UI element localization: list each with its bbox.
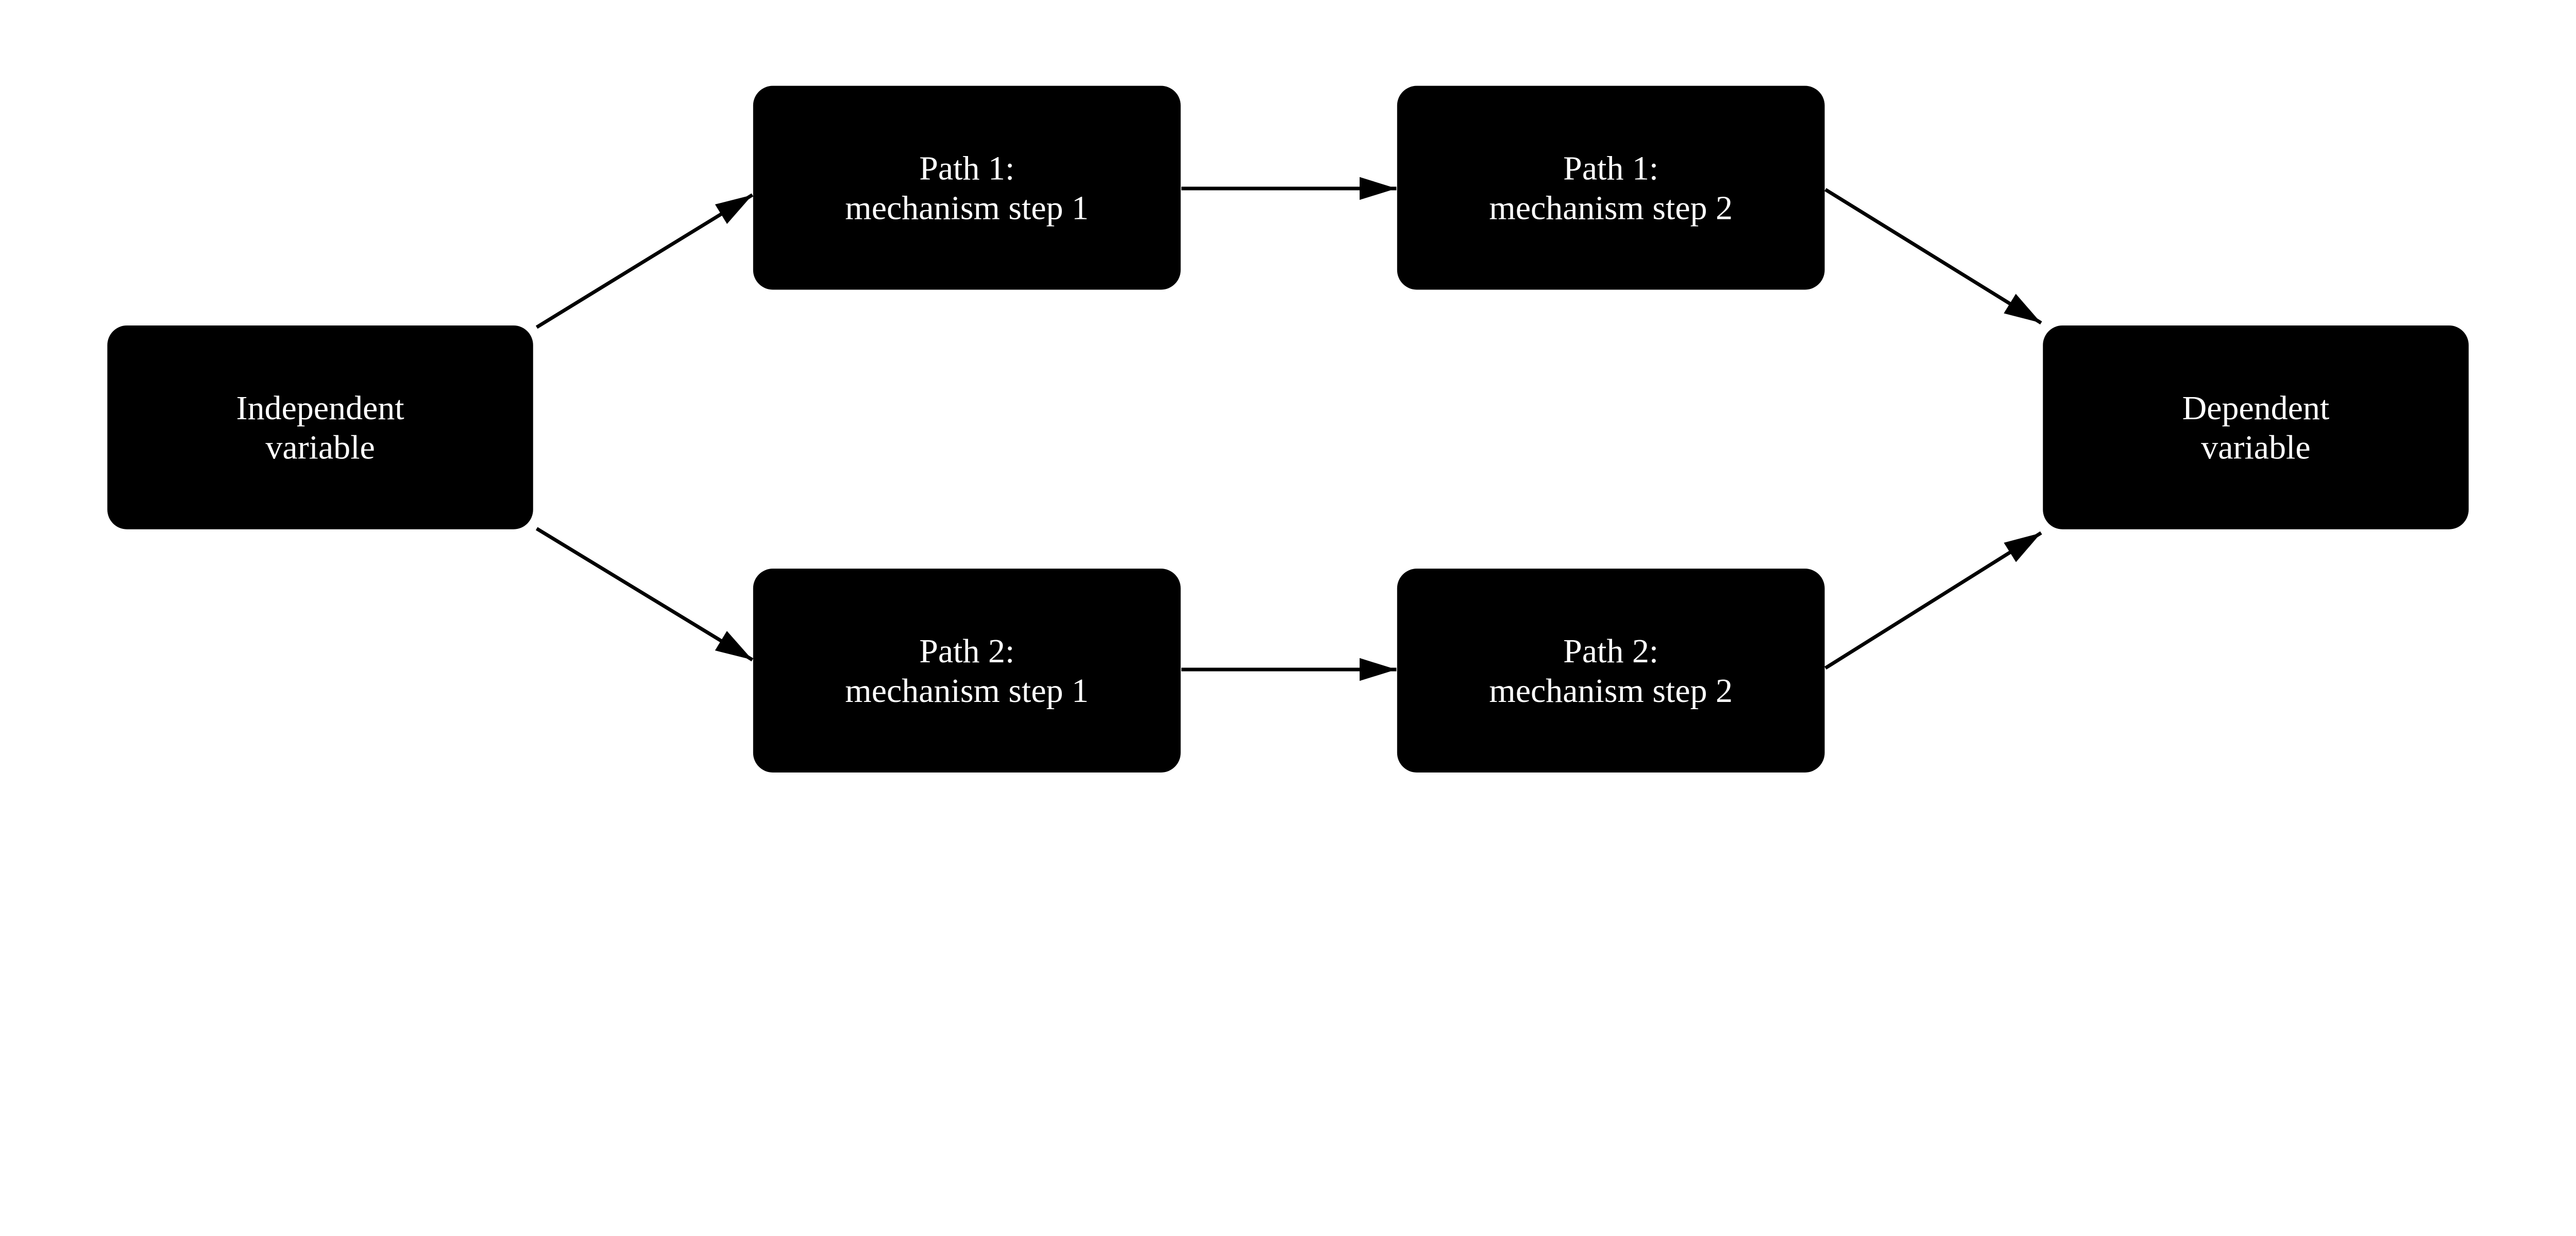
node-box-path1-step1 — [753, 85, 1181, 290]
node-label-path2-step1: Path 2:mechanism step 1 — [845, 632, 1089, 710]
node-label-path2-step2: Path 2:mechanism step 2 — [1489, 632, 1733, 710]
node-label-path1-step1: Path 1:mechanism step 1 — [845, 150, 1089, 227]
node-box-path2-step1 — [753, 569, 1181, 772]
node-box-independent-variable — [107, 325, 533, 529]
node-label-path1-step2: Path 1:mechanism step 2 — [1489, 150, 1733, 227]
node-box-dependent-variable — [2043, 325, 2469, 529]
node-path2-step1: Path 2:mechanism step 1 — [753, 569, 1181, 772]
node-path1-step2: Path 1:mechanism step 2 — [1397, 85, 1825, 290]
node-path2-step2: Path 2:mechanism step 2 — [1397, 569, 1825, 772]
node-box-path1-step2 — [1397, 85, 1825, 290]
edges-layer — [535, 177, 2042, 681]
edge-path1-step2-to-dependent — [1824, 188, 2042, 325]
node-box-path2-step2 — [1397, 569, 1825, 772]
node-path1-step1: Path 1:mechanism step 1 — [753, 85, 1181, 290]
edge-independent-to-path2-step1 — [535, 527, 754, 662]
edge-path2-step2-to-dependent — [1824, 531, 2042, 670]
edge-independent-to-path1-step1 — [535, 193, 754, 329]
